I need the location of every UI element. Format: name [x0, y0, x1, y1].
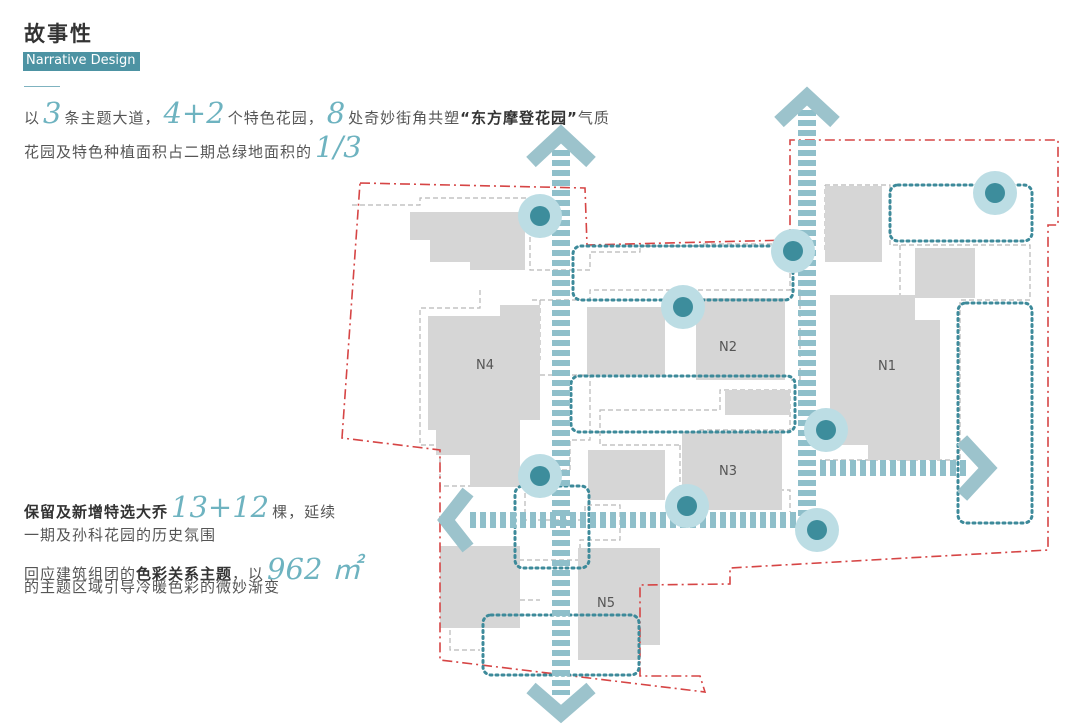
- note-text: 棵，延续: [272, 503, 337, 521]
- garden-box: [888, 183, 1034, 243]
- corner-node: [795, 508, 839, 552]
- note-text: 回应建筑组团的: [24, 565, 137, 583]
- axis-vertical-west: [552, 150, 570, 695]
- building-label-n2: N2: [719, 340, 737, 355]
- note-highlight: 保留及新增特选大乔: [24, 503, 169, 521]
- intro-text: 条主题大道，: [64, 109, 161, 127]
- arrow-right: [956, 435, 998, 501]
- corner-node: [665, 484, 709, 528]
- corner-nodes: [518, 171, 1017, 552]
- axis-arrows: [437, 86, 998, 724]
- intro-text: 花园及特色种植面积占二期总绿地面积的: [24, 143, 313, 161]
- corner-node: [661, 285, 705, 329]
- building-label-n4: N4: [476, 358, 494, 373]
- intro-text: 以: [24, 109, 41, 127]
- axis-count: 3: [43, 96, 62, 130]
- corner-node: [771, 229, 815, 273]
- building-label-n3: N3: [719, 464, 737, 479]
- axis-vertical-east: [798, 108, 816, 528]
- garden-count: 4+2: [163, 96, 225, 130]
- note-highlight: 色彩关系主题: [136, 565, 233, 583]
- note-line-4: 的主题区域引导冷暖色彩的微妙渐变: [24, 576, 280, 597]
- divider: [24, 86, 60, 87]
- tree-count: 13+12: [171, 490, 270, 524]
- garden-box: [956, 301, 1034, 525]
- arrow-down-west: [526, 682, 596, 724]
- axis-horizontal-east: [816, 460, 968, 476]
- axis-horizontal-south: [470, 512, 810, 528]
- note-text: 一期及孙科花园的历史氛围: [24, 526, 217, 544]
- note-line-2: 一期及孙科花园的历史氛围: [24, 524, 216, 545]
- building-label-n1: N1: [878, 359, 896, 374]
- garden-box: [569, 374, 797, 434]
- theme-area: 962 ㎡: [267, 552, 361, 586]
- intro-highlight: “东方摩登花园”: [460, 109, 578, 127]
- building-label-n5: N5: [597, 596, 615, 611]
- arrow-up-east: [774, 86, 840, 128]
- note-text: 的主题区域引导冷暖色彩的微妙渐变: [24, 578, 281, 596]
- arrow-left: [437, 487, 474, 553]
- corner-node: [518, 454, 562, 498]
- corner-node: [804, 408, 848, 452]
- page-subtitle: Narrative Design: [23, 52, 140, 71]
- page-title: 故事性: [24, 22, 93, 46]
- intro-text: 处奇妙街角共塑: [348, 109, 461, 127]
- buildings: [410, 186, 975, 660]
- corner-node: [518, 194, 562, 238]
- corner-node: [973, 171, 1017, 215]
- area-ratio: 1/3: [315, 130, 362, 164]
- intro-text: 个特色花园，: [227, 109, 324, 127]
- arrow-up-west: [526, 124, 596, 168]
- intro-text: 气质: [577, 109, 610, 127]
- note-text: ，以: [232, 565, 265, 583]
- corner-count: 8: [326, 96, 346, 130]
